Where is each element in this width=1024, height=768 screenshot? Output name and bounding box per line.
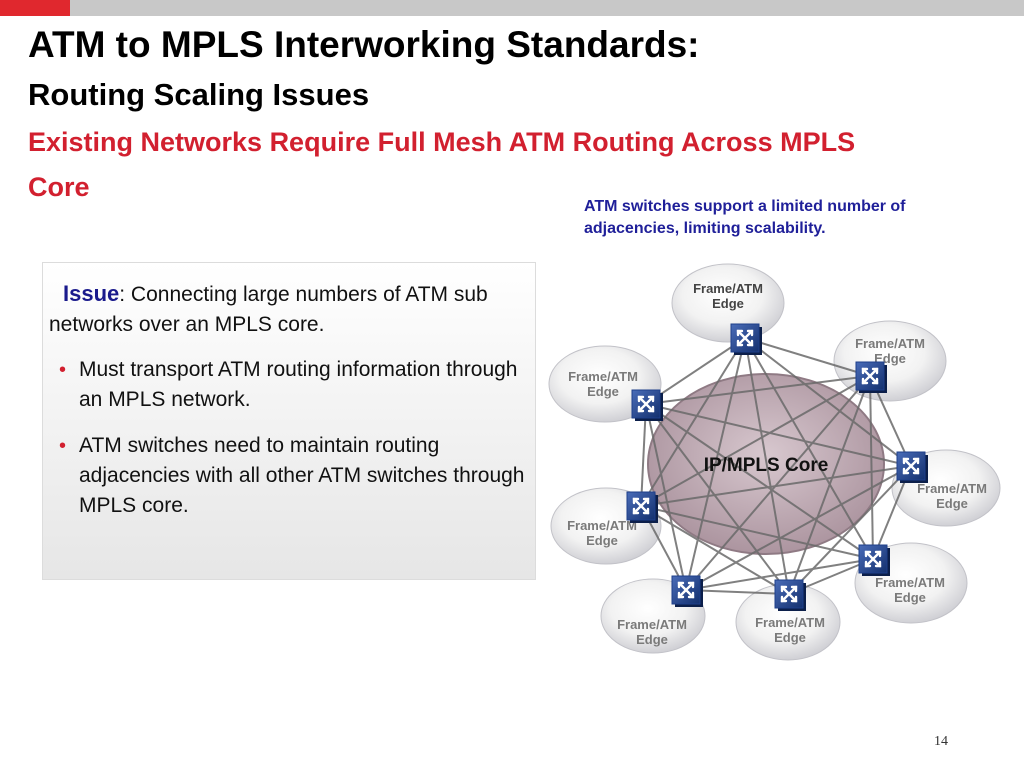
scalability-callout: ATM switches support a limited number of… [584, 198, 906, 237]
mesh-link [685, 375, 871, 591]
atm-switch-icon [671, 575, 703, 607]
issue-paragraph: Issue: Connecting large numbers of ATM s… [49, 279, 519, 340]
page-number: 14 [934, 734, 948, 749]
bullet-item: • Must transport ATM routing information … [57, 355, 527, 415]
mesh-link [744, 337, 874, 560]
mesh-link [869, 375, 874, 560]
top-bar [0, 0, 1024, 16]
atm-switch-icon [774, 579, 806, 611]
issue-bullets: • Must transport ATM routing information … [57, 355, 527, 537]
red-heading: Existing Networks Require Full Mesh ATM … [28, 127, 856, 202]
mesh-link [645, 403, 912, 467]
core-label: IP/MPLS Core [704, 455, 829, 476]
mesh-link [640, 337, 746, 507]
mesh-link [645, 403, 790, 595]
mesh-link [640, 465, 912, 507]
issue-box: Issue: Connecting large numbers of ATM s… [42, 262, 536, 580]
mesh-link [645, 375, 871, 405]
atm-switch-icon [730, 323, 762, 355]
atm-switch-icon [626, 491, 658, 523]
issue-label: Issue [63, 281, 120, 306]
mesh-link [744, 337, 912, 467]
top-bar-accent [0, 0, 70, 16]
bullet-item: • ATM switches need to maintain routing a… [57, 431, 527, 521]
atm-switch-icon [631, 389, 663, 421]
atm-switch-icon [896, 451, 928, 483]
bullet-text: ATM switches need to maintain routing ad… [79, 434, 525, 517]
mesh-link [685, 465, 912, 591]
mesh-link [640, 375, 871, 507]
slide-subtitle: Routing Scaling Issues [28, 77, 370, 112]
bullet-marker: • [59, 435, 67, 457]
mesh-link [640, 505, 790, 595]
slide-title: ATM to MPLS Interworking Standards: [28, 24, 700, 65]
mesh-link [685, 558, 874, 591]
bullet-text: Must transport ATM routing information t… [79, 358, 518, 411]
mesh-link [744, 337, 790, 595]
mesh-link [645, 403, 687, 591]
mesh-link [645, 403, 874, 560]
edge-cloud [671, 263, 785, 343]
mesh-link [788, 465, 912, 595]
atm-switch-icon [855, 361, 887, 393]
mesh-link [788, 375, 871, 595]
issue-text: : Connecting large numbers of ATM sub ne… [49, 283, 488, 336]
mesh-link [744, 337, 871, 377]
mesh-link [685, 589, 790, 595]
bullet-marker: • [59, 359, 67, 381]
atm-switches [626, 323, 928, 611]
mesh-link [640, 505, 874, 560]
atm-switch-icon [858, 544, 890, 576]
